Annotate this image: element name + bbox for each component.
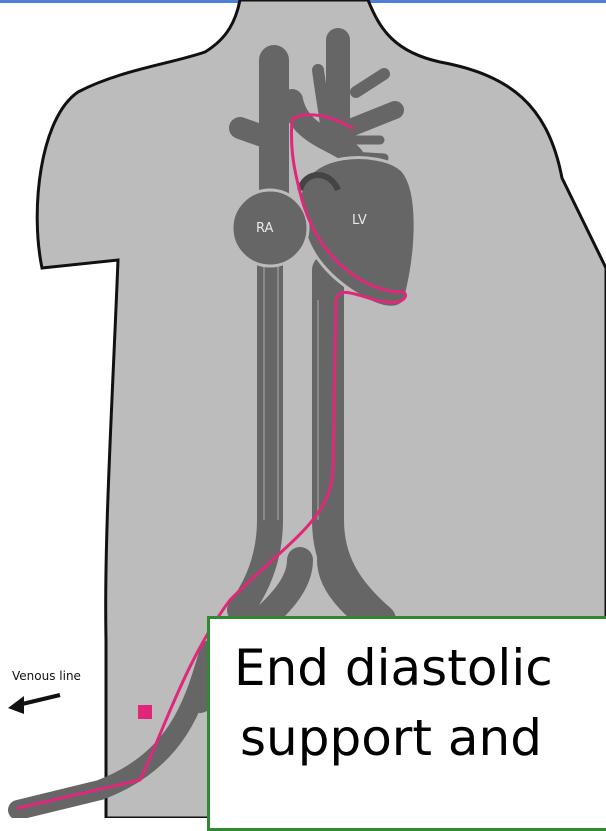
callout-line-1: End diastolic	[234, 643, 553, 693]
callout-line-2: support and	[240, 713, 542, 763]
subclavian-vein-left	[240, 128, 274, 140]
label-ra: RA	[256, 221, 274, 236]
text-callout-box: End diastolic support and	[207, 616, 606, 831]
venous-line-label: Venous line	[12, 669, 81, 683]
label-lv: LV	[352, 213, 367, 228]
arrow-left-icon	[8, 695, 60, 714]
cannula-connector	[138, 705, 152, 719]
